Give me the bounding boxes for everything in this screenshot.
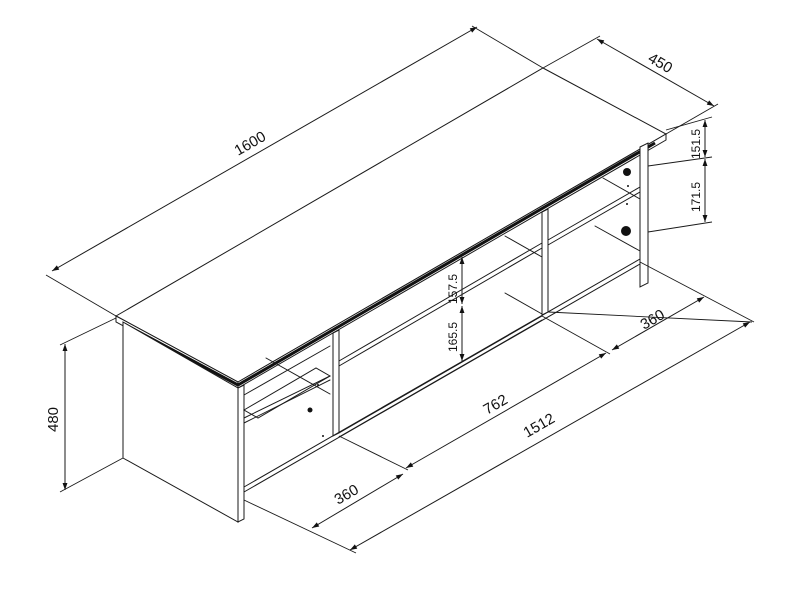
left-divider	[332, 329, 340, 437]
label-1512: 1512	[521, 410, 558, 441]
label-151-5: 151.5	[689, 129, 703, 159]
label-360-right: 360	[638, 306, 668, 333]
left-panel-front-edge	[237, 384, 245, 523]
label-360-left: 360	[332, 481, 362, 508]
label-171-5: 171.5	[689, 182, 703, 212]
label-480: 480	[45, 407, 62, 432]
tv-stand-body	[114, 67, 668, 523]
label-1600: 1600	[232, 128, 269, 159]
label-165-5: 165.5	[446, 322, 460, 352]
dimension-center-gaps: 157.5 165.5	[446, 257, 465, 361]
right-divider	[541, 208, 549, 316]
label-450: 450	[645, 50, 675, 77]
right-side-panel	[639, 142, 649, 288]
dimension-height: 480	[45, 317, 124, 493]
dimension-right-gaps: 151.5 171.5	[647, 116, 713, 233]
label-157-5: 157.5	[446, 274, 460, 304]
label-762: 762	[481, 391, 511, 418]
